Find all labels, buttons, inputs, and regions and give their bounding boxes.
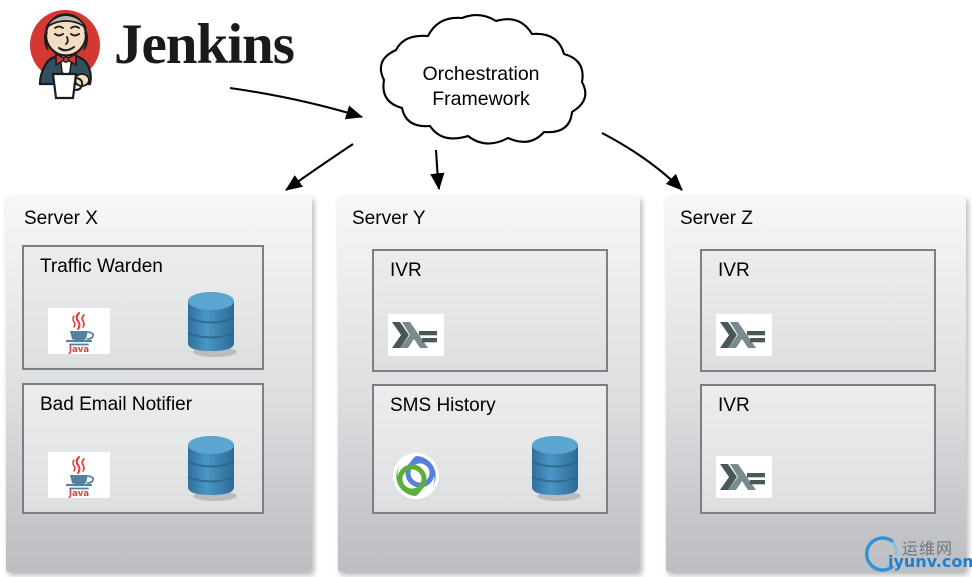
cloud-shape-icon [379,14,587,145]
clojure-logo-icon [392,452,440,500]
service-box-sms-history[interactable]: SMS History [372,384,608,514]
service-label-sms-history: SMS History [390,395,496,416]
java-logo-icon: Java [48,452,110,499]
svg-text:Java: Java [68,345,89,354]
haskell-logo-icon [716,314,772,356]
database-cylinder-icon [528,432,586,502]
service-box-ivr-y[interactable]: IVR [372,249,608,372]
java-logo-icon: Java [48,308,110,355]
jenkins-butler-icon [20,4,112,100]
haskell-logo-icon [716,456,772,498]
service-box-traffic-warden[interactable]: Traffic Warden Java [22,245,264,370]
svg-text:Java: Java [68,489,89,498]
arrow-orchestration-to-server-z [601,132,683,191]
service-box-ivr-z-2[interactable]: IVR [700,384,936,514]
server-x-title: Server X [24,208,98,229]
service-label-ivr-z-1: IVR [718,260,750,281]
jenkins-wordmark: Jenkins [114,13,295,76]
jenkins-brand: Jenkins [16,2,316,102]
arrow-orchestration-to-server-x [285,143,354,191]
server-z-title: Server Z [680,208,753,229]
server-y-title: Server Y [352,208,426,229]
database-cylinder-icon [184,288,242,358]
service-box-ivr-z-1[interactable]: IVR [700,249,936,372]
service-label-bad-email-notifier: Bad Email Notifier [40,394,193,415]
database-cylinder-icon [184,432,242,502]
orchestration-cloud: Orchestration Framework [356,12,606,152]
arrow-orchestration-to-server-y [430,149,445,191]
service-box-bad-email-notifier[interactable]: Bad Email Notifier Java [22,383,264,514]
watermark: 运维网 iyunv.com [862,534,972,574]
haskell-logo-icon [388,314,444,356]
service-label-traffic-warden: Traffic Warden [40,256,163,277]
watermark-url-text: iyunv.com [888,552,972,571]
watermark-cn-text: 运维网 [902,539,954,558]
service-label-ivr-y: IVR [390,260,422,281]
iyunv-arc-icon [864,536,898,572]
service-label-ivr-z-2: IVR [718,395,750,416]
